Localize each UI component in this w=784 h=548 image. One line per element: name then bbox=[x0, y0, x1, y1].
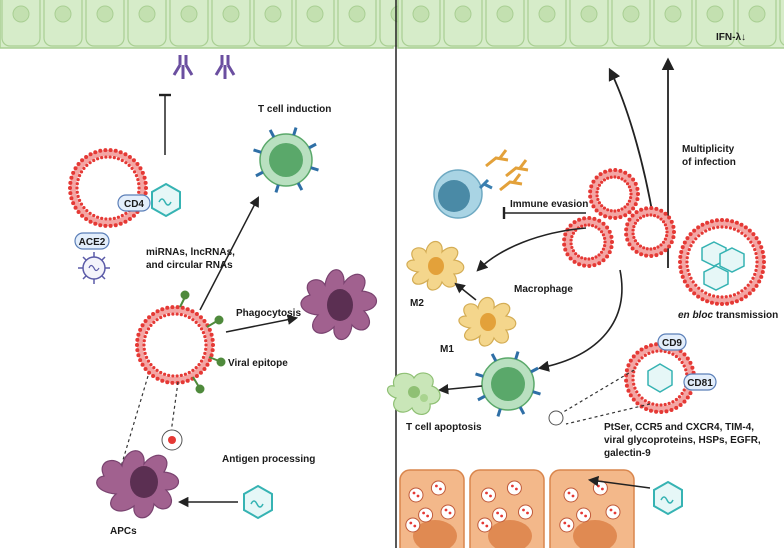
m2-label: M2 bbox=[410, 298, 424, 309]
ace2-receptor bbox=[74, 232, 110, 250]
infected-cells bbox=[399, 469, 635, 548]
mhc-antigen bbox=[161, 429, 183, 451]
apc-cell bbox=[96, 450, 180, 519]
infection-arrow bbox=[608, 67, 655, 223]
multiplicity-label-line1: Multiplicity bbox=[682, 144, 735, 155]
dotted-link bbox=[559, 369, 635, 415]
macrophage-m1 bbox=[458, 296, 517, 347]
to-macrophage-arrow bbox=[476, 227, 587, 272]
dendritic-cell bbox=[300, 269, 378, 341]
small-vesicle bbox=[548, 410, 564, 426]
receptors-label-line2: viral glycoproteins, HSPs, EGFR, bbox=[604, 435, 761, 446]
m1-to-m2-arrow bbox=[454, 282, 477, 301]
t-cell-apoptosis-label: T cell apoptosis bbox=[406, 422, 482, 433]
cd81-label: CD81 bbox=[687, 378, 713, 389]
dotted-link bbox=[565, 403, 651, 425]
cd9-label: CD9 bbox=[662, 338, 682, 349]
t-cell-induction-label: T cell induction bbox=[258, 104, 331, 115]
virus-icon bbox=[151, 182, 181, 218]
dotted-link bbox=[119, 375, 149, 471]
exosome-epitope bbox=[135, 290, 226, 394]
apoptotic-t-cell bbox=[386, 372, 441, 415]
coronavirus-icon bbox=[78, 252, 110, 284]
apcs-label: APCs bbox=[110, 526, 137, 537]
mirna-label-line2: and circular RNAs bbox=[146, 260, 233, 271]
induction-arrow bbox=[199, 196, 259, 311]
cd81-receptor bbox=[683, 373, 717, 391]
immune-evasion-label: Immune evasion bbox=[510, 199, 588, 210]
en-bloc-label: en bloc bbox=[678, 310, 713, 321]
viral-epitope-label: Viral epitope bbox=[228, 358, 288, 369]
t-cell-left bbox=[253, 127, 319, 193]
b-cell bbox=[433, 169, 493, 219]
receptors-label-line3: galectin-9 bbox=[604, 448, 651, 459]
phagocytosis-arrow bbox=[225, 314, 299, 333]
m1-label: M1 bbox=[440, 344, 454, 355]
ace2-label: ACE2 bbox=[79, 237, 106, 248]
virus-entry-arrow bbox=[587, 475, 651, 489]
phagocytosis-label: Phagocytosis bbox=[236, 308, 301, 319]
to-t-cell-arrow bbox=[537, 269, 623, 372]
exosome-cd9-cd81 bbox=[624, 342, 696, 414]
antigen-processing-label: Antigen processing bbox=[222, 454, 315, 465]
cd4-label: CD4 bbox=[124, 199, 144, 210]
t-cell-right bbox=[475, 351, 541, 417]
receptors-label-line1: PtSer, CCR5 and CXCR4, TIM-4, bbox=[604, 422, 754, 433]
transmission-label: transmission bbox=[716, 310, 778, 321]
mirna-label-line1: miRNAs, lncRNAs, bbox=[146, 247, 235, 258]
multiplicity-label-line2: of infection bbox=[682, 157, 736, 168]
macrophage-label: Macrophage bbox=[514, 284, 573, 295]
cd4-receptor bbox=[117, 194, 151, 212]
macrophage-m2 bbox=[406, 240, 465, 291]
epithelium-right bbox=[397, 0, 784, 49]
epithelium-left bbox=[0, 0, 419, 49]
antibody-cluster bbox=[485, 149, 529, 192]
en-bloc-vesicle bbox=[678, 218, 766, 306]
exosome-cluster bbox=[562, 168, 676, 268]
ifn-label: IFN-λ↓ bbox=[716, 32, 746, 43]
cd9-receptor bbox=[657, 333, 687, 351]
exosome-cd4 bbox=[68, 148, 148, 228]
to-apoptosis-arrow bbox=[437, 383, 483, 395]
virus-icon bbox=[243, 484, 273, 520]
virus-icon bbox=[653, 480, 683, 516]
antibody-icon bbox=[214, 55, 236, 79]
antibody-icon bbox=[172, 55, 194, 79]
